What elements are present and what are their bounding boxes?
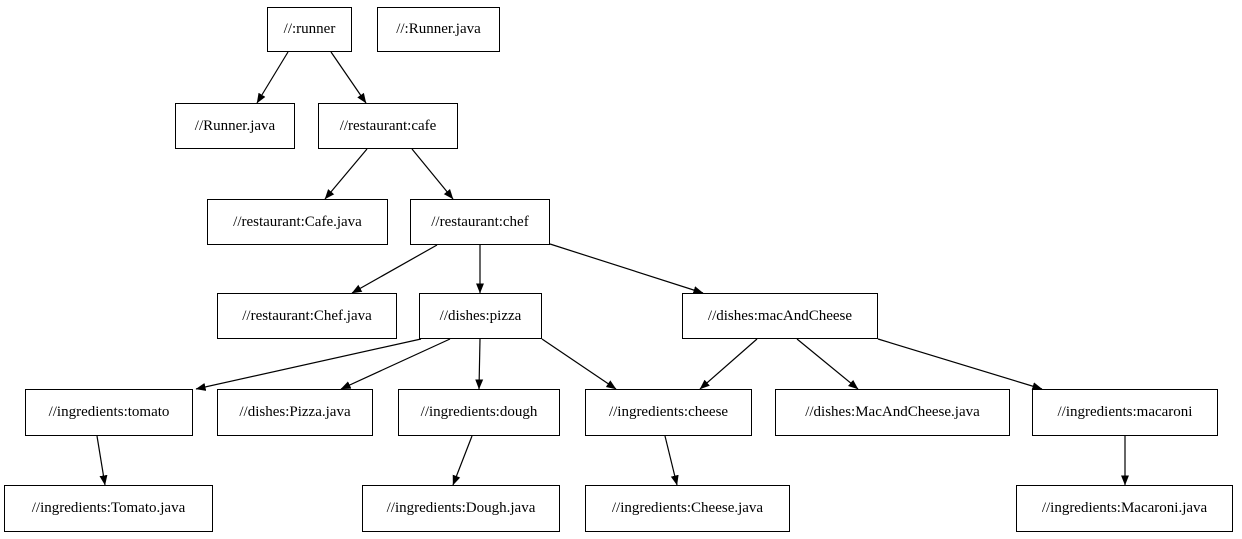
graph-node-pizza: //dishes:pizza — [419, 293, 542, 339]
graph-node-macaroni-java: //ingredients:Macaroni.java — [1016, 485, 1233, 532]
edge-pizza-to-cheese — [541, 338, 617, 390]
graph-node-label: //dishes:macAndCheese — [707, 307, 853, 324]
graph-node-pizza-java: //dishes:Pizza.java — [217, 389, 373, 436]
graph-node-label: //:Runner.java — [396, 21, 481, 37]
graph-node-label: //ingredients:Cheese.java — [611, 500, 764, 516]
edge-tomato-to-tomato-java — [96, 435, 108, 486]
edge-mac-and-cheese-to-mac-and-cheese-java — [796, 338, 859, 390]
graph-node-cheese-java: //ingredients:Cheese.java — [585, 485, 790, 532]
graph-node-label: //restaurant:cafe — [339, 117, 437, 134]
graph-node-cafe-java: //restaurant:Cafe.java — [207, 199, 388, 245]
edge-cheese-to-cheese-java — [664, 435, 679, 486]
graph-node-label: //ingredients:tomato — [48, 404, 170, 420]
edge-dough-to-dough-java — [452, 435, 473, 486]
graph-node-runner-java: //Runner.java — [175, 103, 295, 149]
graph-node-label: //ingredients:macaroni — [1057, 404, 1193, 420]
graph-node-label: //dishes:MacAndCheese.java — [805, 404, 980, 420]
graph-node-label: //Runner.java — [194, 117, 276, 134]
graph-node-runner: //:runner — [267, 7, 352, 52]
graph-node-label: //:runner — [283, 21, 336, 37]
graph-node-cheese: //ingredients:cheese — [585, 389, 752, 436]
graph-node-cafe: //restaurant:cafe — [318, 103, 458, 149]
edge-runner-to-runner-java — [256, 51, 289, 104]
graph-node-runner-java-root: //:Runner.java — [377, 7, 500, 52]
edge-cafe-to-chef — [411, 148, 454, 200]
graph-node-label: //ingredients:dough — [420, 404, 538, 420]
graph-node-label: //ingredients:cheese — [608, 404, 729, 420]
graph-node-label: //restaurant:Chef.java — [242, 307, 372, 324]
graph-node-dough: //ingredients:dough — [398, 389, 560, 436]
graph-node-tomato-java: //ingredients:Tomato.java — [4, 485, 213, 532]
graph-node-chef: //restaurant:chef — [410, 199, 550, 245]
edge-chef-to-chef-java — [351, 244, 438, 294]
edge-chef-to-mac-and-cheese — [549, 243, 704, 294]
graph-node-tomato: //ingredients:tomato — [25, 389, 193, 436]
graph-node-mac-and-cheese: //dishes:macAndCheese — [682, 293, 878, 339]
graph-node-label: //ingredients:Tomato.java — [31, 500, 186, 516]
graph-node-label: //ingredients:Dough.java — [386, 500, 536, 516]
edge-runner-to-cafe — [330, 51, 367, 104]
graph-node-label: //restaurant:chef — [431, 213, 529, 230]
graph-node-dough-java: //ingredients:Dough.java — [362, 485, 560, 532]
graph-node-label: //ingredients:Macaroni.java — [1041, 500, 1208, 516]
graph-node-mac-and-cheese-java: //dishes:MacAndCheese.java — [775, 389, 1010, 436]
graph-node-label: //dishes:pizza — [439, 307, 522, 324]
edge-pizza-to-tomato — [195, 338, 422, 391]
graph-node-label: //dishes:Pizza.java — [239, 404, 351, 420]
edge-pizza-to-dough — [475, 338, 484, 390]
graph-node-macaroni: //ingredients:macaroni — [1032, 389, 1218, 436]
edge-pizza-to-pizza-java — [340, 338, 451, 390]
graph-node-label: //restaurant:Cafe.java — [233, 213, 362, 230]
edge-cafe-to-cafe-java — [324, 148, 368, 200]
edge-mac-and-cheese-to-macaroni — [877, 338, 1043, 391]
edge-mac-and-cheese-to-cheese — [699, 338, 758, 390]
graph-node-chef-java: //restaurant:Chef.java — [217, 293, 397, 339]
